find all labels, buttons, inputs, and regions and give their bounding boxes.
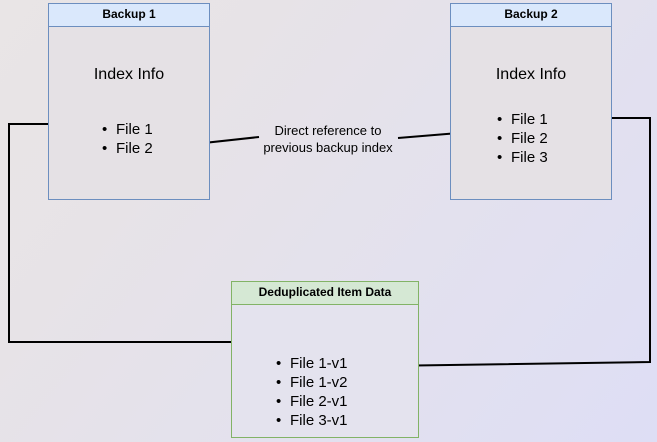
node-backup1-section-title: Index Info: [93, 66, 165, 83]
list-item: File 3: [497, 148, 548, 167]
node-backup2-file-list: File 1 File 2 File 3: [497, 110, 548, 167]
node-deduplicated-item-data[interactable]: Deduplicated Item Data File 1-v1 File 1-…: [231, 281, 419, 438]
node-backup2-body: Index Info File 1 File 2 File 3: [451, 27, 611, 199]
node-backup1-file-list: File 1 File 2: [102, 120, 153, 158]
node-backup2-header: Backup 2: [451, 4, 611, 27]
list-item: File 1-v1: [276, 354, 348, 373]
list-item: File 1: [102, 120, 153, 139]
node-backup1[interactable]: Backup 1 Index Info File 1 File 2: [48, 3, 210, 200]
list-item: File 3-v1: [276, 411, 348, 430]
edge-label-direct-reference: Direct reference to previous backup inde…: [248, 122, 408, 156]
edge-label-line-1: Direct reference to: [274, 123, 382, 138]
node-backup1-header: Backup 1: [49, 4, 209, 27]
node-backup2[interactable]: Backup 2 Index Info File 1 File 2 File 3: [450, 3, 612, 200]
edge-label-line-2: previous backup index: [263, 140, 393, 155]
list-item: File 1-v2: [276, 373, 348, 392]
node-dedup-header: Deduplicated Item Data: [232, 282, 418, 305]
list-item: File 1: [497, 110, 548, 129]
node-backup2-section-title: Index Info: [495, 66, 567, 83]
node-dedup-body: File 1-v1 File 1-v2 File 2-v1 File 3-v1: [232, 305, 418, 437]
list-item: File 2: [497, 129, 548, 148]
list-item: File 2: [102, 139, 153, 158]
list-item: File 2-v1: [276, 392, 348, 411]
node-dedup-file-list: File 1-v1 File 1-v2 File 2-v1 File 3-v1: [276, 354, 348, 430]
node-backup1-body: Index Info File 1 File 2: [49, 27, 209, 199]
